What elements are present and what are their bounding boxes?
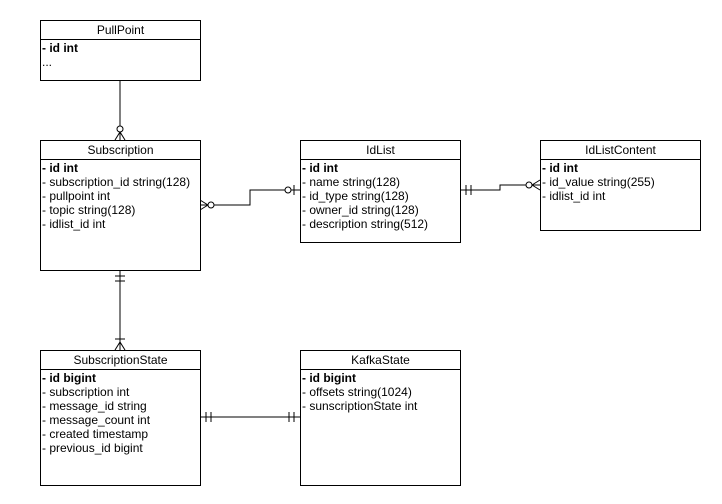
entity-title: IdListContent (541, 141, 700, 160)
entity-subscriptionstate[interactable]: SubscriptionState - id bigint- subscript… (40, 350, 201, 486)
relation-pullpoint-subscription (114, 80, 126, 141)
entity-pullpoint[interactable]: PullPoint - id int... (40, 20, 201, 81)
primary-key-field: - id bigint (302, 371, 356, 385)
entity-idlistcontent[interactable]: IdListContent - id int- id_value string(… (540, 140, 701, 231)
entity-field: - id_value string(255) (542, 175, 655, 189)
entity-field: - subscription int (42, 385, 130, 399)
entity-subscription[interactable]: Subscription - id int- subscription_id s… (40, 140, 201, 271)
entity-field: - message_id string (42, 399, 147, 413)
entity-field: - previous_id bigint (42, 441, 143, 455)
primary-key-field: - id int (302, 161, 338, 175)
primary-key-field: - id bigint (42, 371, 96, 385)
entity-title: SubscriptionState (41, 351, 200, 370)
entity-fields: - id int- name string(128)- id_type stri… (301, 160, 460, 231)
primary-key-field: - id int (42, 41, 78, 55)
entity-field: - created timestamp (42, 427, 149, 441)
entity-title: KafkaState (301, 351, 460, 370)
entity-fields: - id bigint- subscription int- message_i… (41, 370, 200, 455)
entity-field: - description string(512) (302, 217, 429, 231)
entity-field: - offsets string(1024) (302, 385, 412, 399)
entity-field: - name string(128) (302, 175, 401, 189)
entity-fields: - id int... (41, 40, 200, 69)
entity-field: - idlist_id int (542, 189, 606, 203)
entity-field: - topic string(128) (42, 203, 136, 217)
entity-field: - idlist_id int (42, 217, 106, 231)
entity-title: PullPoint (41, 21, 200, 40)
primary-key-field: - id int (542, 161, 578, 175)
entity-field: - message_count int (42, 413, 151, 427)
relation-subscriptionstate-kafkastate (200, 412, 300, 422)
entity-field: - id_type string(128) (302, 189, 409, 203)
entity-field: ... (42, 55, 53, 69)
entity-field: - subscription_id string(128) (42, 175, 191, 189)
entity-kafkastate[interactable]: KafkaState - id bigint- offsets string(1… (300, 350, 461, 486)
relation-idlist-idlistcontent (460, 179, 541, 195)
entity-title: IdList (301, 141, 460, 160)
entity-field: - owner_id string(128) (302, 203, 419, 217)
relation-subscription-subscriptionstate (114, 270, 126, 351)
entity-field: - sunscriptionState int (302, 399, 418, 413)
entity-title: Subscription (41, 141, 200, 160)
entity-field: - pullpoint int (42, 189, 111, 203)
primary-key-field: - id int (42, 161, 78, 175)
entity-idlist[interactable]: IdList - id int- name string(128)- id_ty… (300, 140, 461, 243)
entity-fields: - id bigint- offsets string(1024)- sunsc… (301, 370, 460, 413)
entity-fields: - id int- subscription_id string(128)- p… (41, 160, 200, 231)
relation-subscription-idlist (199, 185, 300, 211)
entity-fields: - id int- id_value string(255)- idlist_i… (541, 160, 700, 203)
